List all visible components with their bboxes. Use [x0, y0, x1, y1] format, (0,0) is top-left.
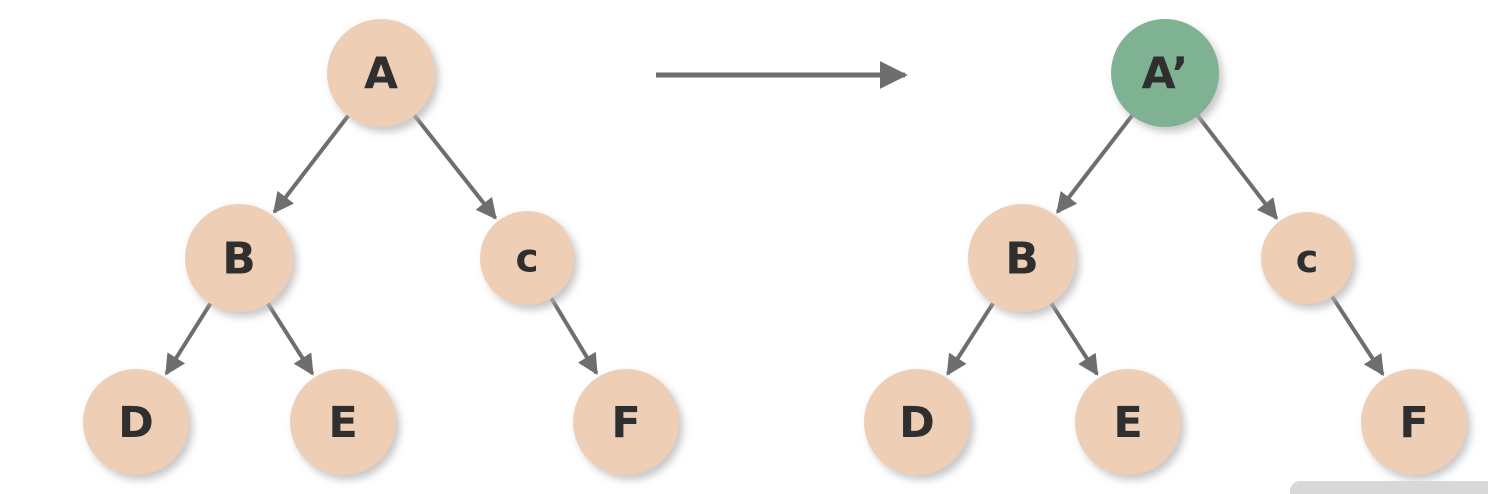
node-circle: [573, 369, 679, 475]
node-circle: [185, 204, 293, 312]
tree-edge-r-c-to-r-f: [1329, 293, 1385, 377]
edges-layer: [164, 112, 1385, 377]
tree-edge-l-a-to-l-c: [411, 112, 497, 220]
node-label: A: [364, 49, 398, 100]
tree-node-l-d[interactable]: D: [83, 369, 189, 475]
tree-edge-l-b-to-l-e: [265, 300, 315, 376]
node-label: B: [222, 234, 256, 285]
node-label: E: [328, 398, 357, 448]
tree-node-l-e[interactable]: E: [290, 369, 396, 475]
tree-edge-l-a-to-l-b: [272, 113, 351, 214]
node-label: c: [1296, 237, 1319, 281]
node-circle: [327, 19, 435, 127]
tree-node-r-e[interactable]: E: [1075, 369, 1181, 475]
node-label: B: [1005, 234, 1039, 285]
tree-node-l-f[interactable]: F: [573, 369, 679, 475]
tree-edge-r-a-to-r-c: [1195, 113, 1279, 220]
node-circle: [864, 369, 970, 475]
tree-node-l-c[interactable]: c: [480, 211, 574, 305]
node-circle: [290, 369, 396, 475]
node-label: A’: [1142, 49, 1189, 100]
clipped-card: [1290, 481, 1488, 494]
tree-node-r-f[interactable]: F: [1361, 369, 1467, 475]
node-label: E: [1113, 398, 1142, 448]
node-label: D: [899, 398, 935, 448]
tree-edge-r-b-to-r-e: [1048, 300, 1099, 376]
node-label: F: [1399, 398, 1428, 448]
node-circle: [968, 204, 1076, 312]
tree-node-r-d[interactable]: D: [864, 369, 970, 475]
tree-node-r-c[interactable]: c: [1261, 212, 1353, 304]
node-label: D: [118, 398, 154, 448]
node-label: F: [611, 398, 640, 448]
node-circle: [1361, 369, 1467, 475]
tree-node-l-a[interactable]: A: [327, 19, 435, 127]
tree-node-l-b[interactable]: B: [185, 204, 293, 312]
node-circle: [480, 211, 574, 305]
tree-edge-r-a-to-r-b: [1055, 112, 1135, 214]
node-circle: [1111, 19, 1219, 127]
tree-node-r-b[interactable]: B: [968, 204, 1076, 312]
tree-edge-l-b-to-l-d: [164, 300, 214, 376]
node-circle: [83, 369, 189, 475]
node-circle: [1075, 369, 1181, 475]
tree-edge-r-b-to-r-d: [946, 300, 996, 376]
node-label: c: [515, 237, 538, 282]
tree-node-r-a[interactable]: A’: [1111, 19, 1219, 127]
node-circle: [1261, 212, 1353, 304]
tree-edge-l-c-to-l-f: [548, 295, 599, 375]
